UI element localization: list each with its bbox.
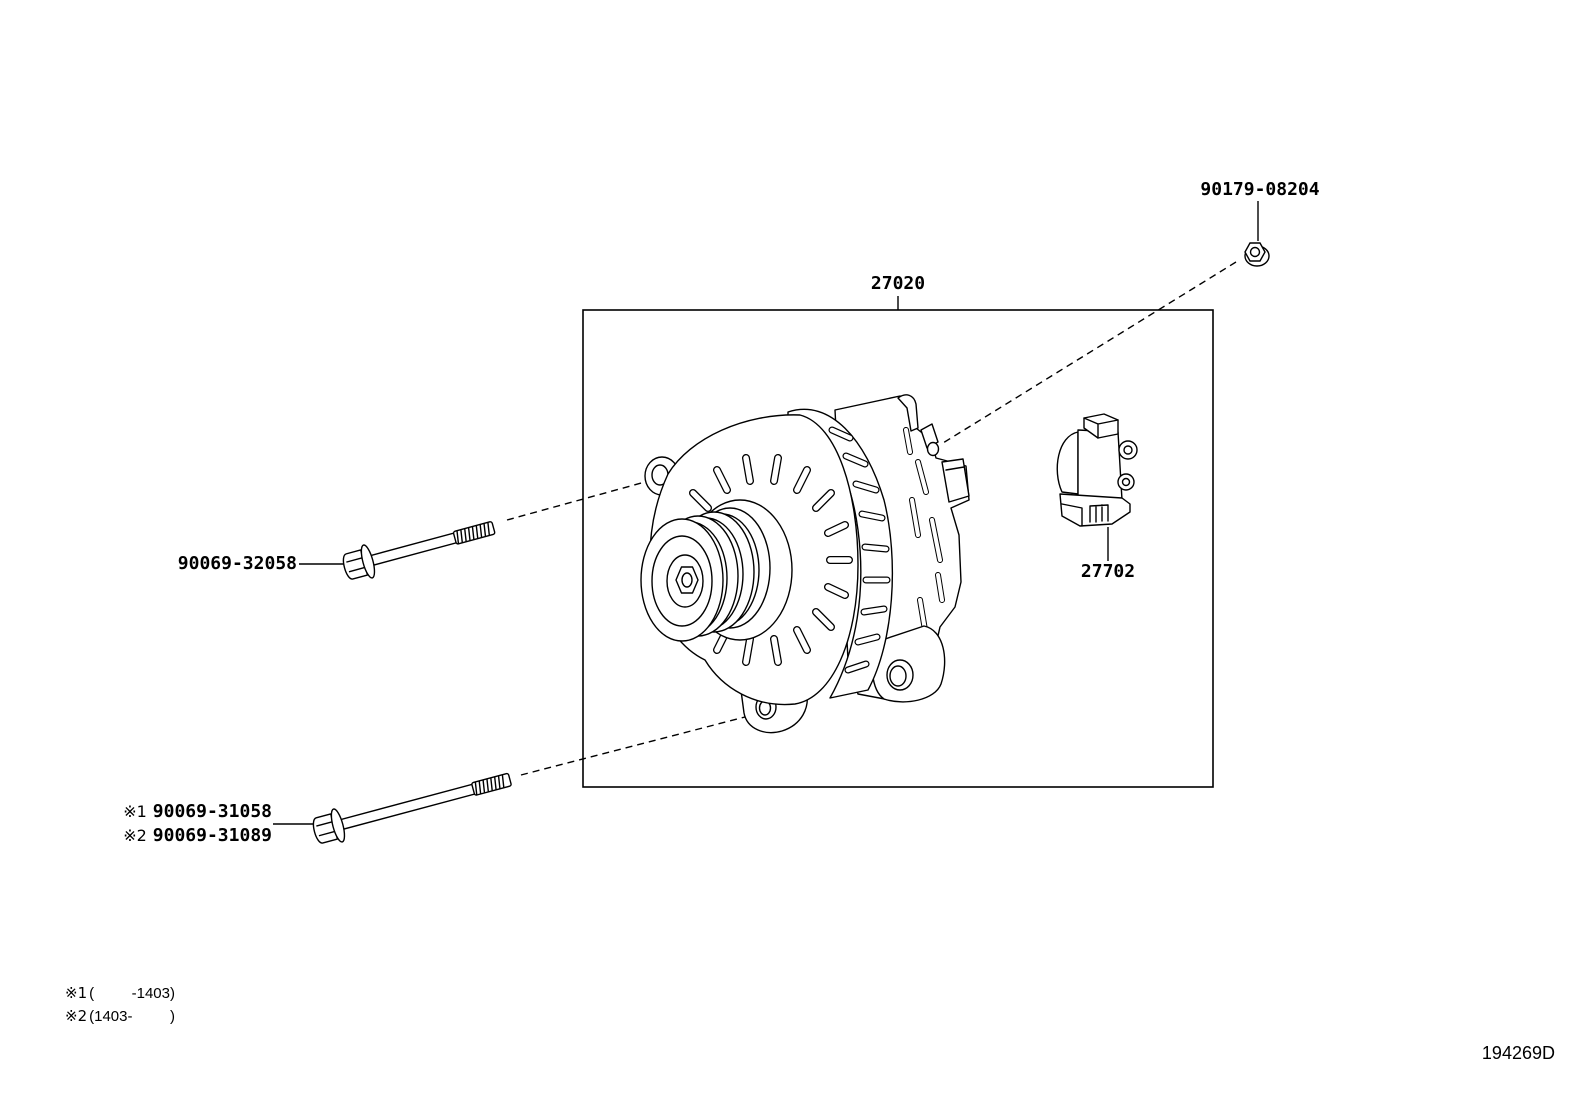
regulator-connector-slots [1089,504,1109,523]
regulator-part-number[interactable]: 27702 [1080,561,1136,582]
lower-bolt-callout-2[interactable]: ※2 90069-31089 [123,824,272,848]
nut-illustration [1244,242,1270,267]
upper-bolt-illustration [342,521,496,580]
lower-bolt-illustration [312,772,512,844]
lower-bolt-part-number[interactable]: 90069-31089 [152,825,272,846]
pulley-shaft-bore [681,572,693,588]
regulator-terminal-lower-hole [1121,477,1131,487]
bolt-flange [330,808,346,843]
variant-marker: ※1 [123,802,147,821]
stator-slots-inner [829,427,890,673]
regulator-brush-cover-edges [1083,417,1119,439]
front-housing-vent-slots-inner [690,455,852,665]
regulator-rounded-side [1056,431,1079,495]
lower-bolt-guide-line [520,716,746,776]
regulator-illustration [1056,413,1138,527]
lower-bolt-part-number[interactable]: 90069-31058 [152,801,272,822]
regulator-body [1077,429,1123,501]
bolt-shank [337,783,478,831]
footnote-1: ※1( -1403) [65,984,175,1003]
nut-bore [1249,246,1261,258]
nut-guide-line [942,261,1237,444]
regulator-terminal-upper-hole [1123,445,1133,455]
regulator-base-plate [1059,493,1131,527]
wiring-connector-edge [945,466,965,471]
footnote-text: (1403- ) [89,1008,175,1025]
lower-right-mounting-hole-inner [889,665,907,687]
dashed-guide-lines [506,261,1237,776]
bolt-flange [360,544,376,579]
footnote-text: ( -1403) [89,985,175,1002]
regulator-base-edge [1061,503,1083,527]
alternator-assembly-part-number[interactable]: 27020 [870,273,926,294]
lower-bolt-callouts: ※1 90069-31058 ※2 90069-31089 [123,800,272,848]
upper-bolt-guide-line [506,481,646,521]
diagram-id: 194269D [1481,1043,1555,1063]
nut-part-number[interactable]: 90179-08204 [1200,179,1320,200]
output-terminal-stud [926,441,940,457]
pulley [640,507,771,642]
lower-bolt-callout-1[interactable]: ※1 90069-31058 [123,800,272,824]
alternator-illustration [640,394,970,734]
bolt-head-facets [316,821,335,837]
bolt-head-facets [346,557,365,573]
rear-housing-fin-slots-inner [904,428,944,632]
bolt-shank [367,531,459,567]
variant-marker: ※2 [123,826,147,845]
upper-bolt-part-number[interactable]: 90069-32058 [177,553,297,574]
footnote-marker: ※2 [65,1007,88,1025]
footnote-2: ※2(1403- ) [65,1007,175,1026]
footnote-marker: ※1 [65,984,88,1002]
rear-bracket [897,394,919,432]
bolt-thread-lines [474,774,505,796]
bolt-thread-lines [456,522,491,544]
nut-hex [1244,242,1266,262]
